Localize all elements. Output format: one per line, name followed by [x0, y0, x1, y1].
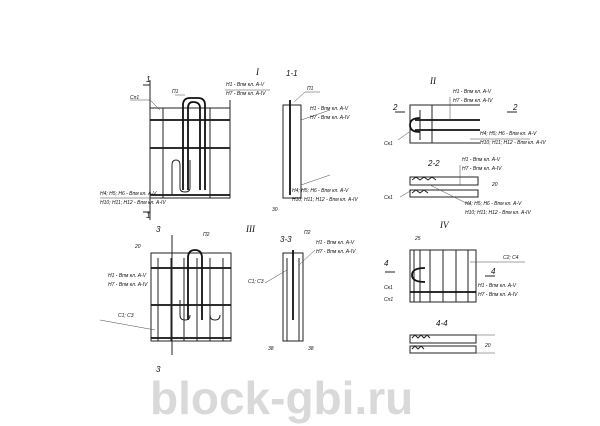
view-I-title: I: [255, 67, 260, 77]
dimension: 20: [134, 244, 141, 250]
section-1-1: [282, 91, 331, 199]
cut-mark: 2: [392, 103, 398, 112]
view-III: [99, 235, 232, 355]
cut-mark: 3: [156, 365, 161, 374]
section-title: 1-1: [286, 69, 298, 78]
cut-mark: 2: [512, 103, 518, 112]
note: Н7 - Впм кл. А-IV: [478, 292, 518, 298]
note: Н7 - Впм кл. А-IV: [453, 98, 493, 104]
cut-mark: 3: [156, 225, 161, 234]
note: Н4; Н5; Н6 - Впм кл. А-V: [100, 191, 157, 197]
note: Н10; Н11; Н12 - Впм кл. А-IV: [480, 140, 546, 146]
spiral-label: Сп1: [384, 297, 393, 303]
section-title: 4-4: [436, 319, 448, 328]
cut-mark: 4: [384, 259, 389, 268]
clip-label: Ск1: [384, 285, 393, 291]
view-II: [395, 97, 530, 144]
section-4-4: [409, 334, 495, 354]
note: Н10; Н11; Н12 - Впм кл. А-IV: [100, 200, 166, 206]
note: Н1 - Впм кл. А-V: [310, 106, 349, 112]
note: Н7 - Впм кл. А-IV: [226, 91, 266, 97]
loop-label: П1: [172, 89, 179, 95]
dimension: 20: [484, 343, 491, 349]
loop-label: П1: [307, 86, 314, 92]
dimension: 30: [272, 207, 278, 213]
cut-mark: 1: [146, 211, 150, 220]
note: Н7 - Впм кл. А-IV: [108, 282, 148, 288]
note: Н10; Н11; Н12 - Впм кл. А-IV: [292, 197, 358, 203]
clip-label: Ск1: [384, 195, 393, 201]
dimension: 38: [308, 346, 314, 352]
view-IV-title: IV: [439, 220, 450, 230]
dimension: 25: [414, 236, 421, 242]
clip-label: Ск1: [384, 141, 393, 147]
view-I: [100, 80, 270, 220]
section-title: 2-2: [427, 159, 440, 168]
cut-mark: 4: [491, 267, 496, 276]
section-title: 3-3: [280, 235, 292, 244]
note: Н1 - Впм кл. А-V: [478, 283, 517, 289]
mesh-label: С1; С3: [118, 313, 134, 319]
note: Н7 - Впм кл. А-IV: [462, 166, 502, 172]
view-III-title: III: [245, 224, 256, 234]
note: Н1 - Впм кл. А-V: [462, 157, 501, 163]
mesh-label: С1; С3: [248, 279, 264, 285]
note: Н4; Н5; Н6 - Впм кл. А-V: [480, 131, 537, 137]
watermark: block-gbi.ru: [150, 372, 413, 424]
mesh-label: С2; С4: [503, 255, 519, 261]
loop-label: П2: [304, 230, 311, 236]
note: Н1 - Впм кл. А-V: [316, 240, 355, 246]
spiral-label: Сп1: [130, 95, 139, 101]
note: Н1 - Впм кл. А-V: [108, 273, 147, 279]
section-3-3: [264, 249, 316, 342]
note: Н7 - Впм кл. А-IV: [310, 115, 350, 121]
note: Н7 - Впм кл. А-IV: [316, 249, 356, 255]
note: Н4; Н5; Н6 - Впм кл. А-V: [465, 201, 522, 207]
note: Н1 - Впм кл. А-V: [226, 82, 265, 88]
view-II-title: II: [429, 76, 437, 86]
cut-mark: 1: [146, 75, 150, 84]
dimension: 20: [491, 182, 498, 188]
note: Н10; Н11; Н12 - Впм кл. А-IV: [465, 210, 531, 216]
dimension: 38: [268, 346, 274, 352]
note: Н4; Н5; Н6 - Впм кл. А-V: [292, 188, 349, 194]
loop-label: П2: [203, 232, 210, 238]
section-2-2: [399, 165, 479, 206]
view-IV: [385, 249, 525, 303]
note: Н1 - Впм кл. А-V: [453, 89, 492, 95]
